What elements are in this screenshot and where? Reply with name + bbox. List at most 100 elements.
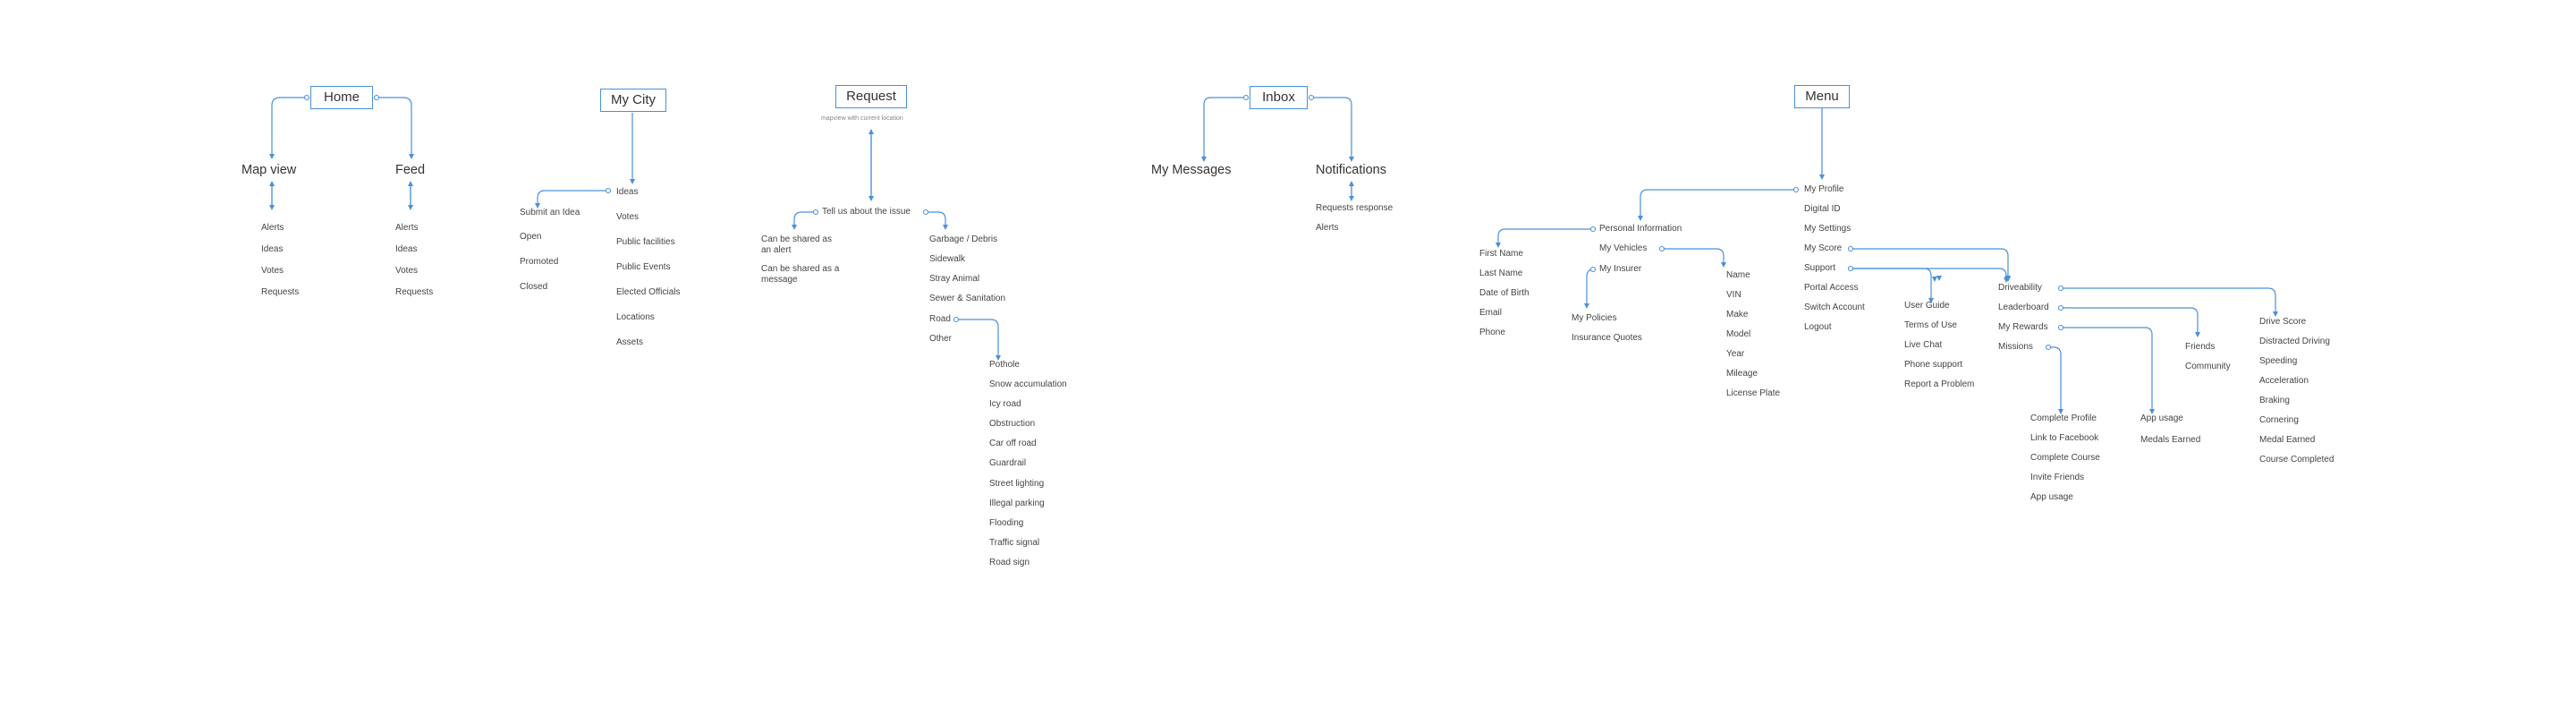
reward-medals-earned: Medals Earned <box>2140 435 2201 445</box>
score-item-my-rewards: My Rewards <box>1998 322 2048 332</box>
score-item-leaderboard: Leaderboard <box>1998 303 2049 312</box>
category-road: Road <box>929 314 951 324</box>
map-view-item-requests: Requests <box>261 287 300 297</box>
my-vehicles-node: My Vehicles <box>1599 243 1648 253</box>
map-view-item-alerts: Alerts <box>261 223 284 233</box>
score-item-driveability: Driveability <box>1998 283 2042 293</box>
mission-invite-friends: Invite Friends <box>2030 473 2085 482</box>
support-item-phone-support: Phone support <box>1904 360 1963 370</box>
my-city-left-item-submit-idea: Submit an Idea <box>520 208 580 217</box>
my-city-item-assets: Assets <box>616 337 644 347</box>
share-alert-line-2: an alert <box>761 245 792 255</box>
map-view-item-votes: Votes <box>261 266 284 276</box>
category-other: Other <box>929 334 953 344</box>
menu-item-support: Support <box>1804 263 1836 273</box>
notifications-item-requests-response: Requests response <box>1316 203 1394 213</box>
support-item-terms: Terms of Use <box>1904 320 1957 330</box>
road-item-guardrail: Guardrail <box>989 458 1027 468</box>
menu-item-portal-access: Portal Access <box>1804 283 1859 293</box>
road-item-flooding: Flooding <box>989 518 1024 528</box>
category-sewer: Sewer & Sanitation <box>929 294 1006 303</box>
my-city-item-public-facilities: Public facilities <box>616 237 675 247</box>
road-item-road-sign: Road sign <box>989 558 1030 567</box>
driveability-speeding: Speeding <box>2259 356 2298 366</box>
my-city-node[interactable]: My City <box>600 89 666 112</box>
driveability-braking: Braking <box>2259 396 2290 405</box>
pi-item-phone: Phone <box>1479 328 1505 337</box>
menu-item-my-profile: My Profile <box>1804 184 1844 194</box>
mission-complete-profile: Complete Profile <box>2030 413 2097 423</box>
my-city-item-votes: Votes <box>616 212 640 222</box>
menu-item-switch-account: Switch Account <box>1804 303 1865 312</box>
my-city-item-elected-officials: Elected Officials <box>616 287 681 297</box>
category-garbage: Garbage / Debris <box>929 234 998 244</box>
support-item-live-chat: Live Chat <box>1904 340 1943 350</box>
driveability-acceleration: Acceleration <box>2259 376 2309 386</box>
menu-item-my-score: My Score <box>1804 243 1843 253</box>
notifications-node[interactable]: Notifications <box>1316 163 1386 177</box>
feed-item-votes: Votes <box>395 266 419 276</box>
support-item-user-guide: User Guide <box>1904 301 1950 311</box>
leaderboard-friends: Friends <box>2185 342 2216 352</box>
support-item-report-problem: Report a Problem <box>1904 379 1975 389</box>
request-node[interactable]: Request <box>835 85 907 108</box>
mission-complete-course: Complete Course <box>2030 453 2100 463</box>
my-city-left-item-promoted: Promoted <box>520 257 559 267</box>
menu-item-logout: Logout <box>1804 322 1832 332</box>
reward-app-usage: App usage <box>2140 413 2183 423</box>
road-item-pothole: Pothole <box>989 360 1020 370</box>
road-item-illegal-parking: Illegal parking <box>989 499 1045 508</box>
leaderboard-community: Community <box>2185 362 2231 371</box>
vehicle-item-model: Model <box>1726 329 1751 339</box>
pi-item-first-name: First Name <box>1479 249 1523 259</box>
vehicle-item-license-plate: License Plate <box>1726 388 1781 398</box>
share-alert-line-1: Can be shared as <box>761 234 832 244</box>
my-messages-node[interactable]: My Messages <box>1151 163 1232 177</box>
notifications-item-alerts: Alerts <box>1316 223 1339 233</box>
share-message-line-1: Can be shared as a <box>761 264 840 274</box>
request-note: mapview with current location <box>821 115 903 122</box>
insurer-item-insurance-quotes: Insurance Quotes <box>1572 333 1642 343</box>
pi-item-dob: Date of Birth <box>1479 288 1530 298</box>
vehicle-item-vin: VIN <box>1726 290 1741 300</box>
insurer-item-my-policies: My Policies <box>1572 313 1617 323</box>
map-view-node[interactable]: Map view <box>242 163 297 177</box>
menu-item-digital-id: Digital ID <box>1804 204 1841 214</box>
category-stray-animal: Stray Animal <box>929 274 980 284</box>
road-item-snow: Snow accumulation <box>989 379 1067 389</box>
road-item-street-lighting: Street lighting <box>989 479 1045 489</box>
mission-link-facebook: Link to Facebook <box>2030 433 2099 443</box>
driveability-course-completed: Course Completed <box>2259 455 2334 465</box>
home-node[interactable]: Home <box>310 86 373 109</box>
road-item-icy-road: Icy road <box>989 399 1021 409</box>
road-item-car-off-road: Car off road <box>989 439 1037 448</box>
road-item-obstruction: Obstruction <box>989 419 1036 429</box>
driveability-medal-earned: Medal Earned <box>2259 435 2316 445</box>
pi-item-email: Email <box>1479 308 1503 318</box>
mission-app-usage: App usage <box>2030 492 2073 502</box>
feed-item-ideas: Ideas <box>395 244 418 254</box>
my-city-item-public-events: Public Events <box>616 262 671 272</box>
menu-node[interactable]: Menu <box>1794 85 1850 108</box>
category-sidewalk: Sidewalk <box>929 254 966 264</box>
score-item-missions: Missions <box>1998 342 2033 352</box>
request-prompt: Tell us about the issue <box>822 207 911 217</box>
driveability-drive-score: Drive Score <box>2259 317 2307 327</box>
vehicle-item-mileage: Mileage <box>1726 369 1758 379</box>
my-city-item-locations: Locations <box>616 312 655 322</box>
inbox-node[interactable]: Inbox <box>1250 86 1308 109</box>
vehicle-item-make: Make <box>1726 310 1749 320</box>
feed-item-requests: Requests <box>395 287 434 297</box>
my-city-left-item-closed: Closed <box>520 282 548 292</box>
feed-node[interactable]: Feed <box>395 163 426 177</box>
driveability-cornering: Cornering <box>2259 415 2299 425</box>
vehicle-item-name: Name <box>1726 270 1750 280</box>
map-view-item-ideas: Ideas <box>261 244 284 254</box>
driveability-distracted: Distracted Driving <box>2259 337 2330 346</box>
menu-item-my-settings: My Settings <box>1804 224 1852 234</box>
vehicle-item-year: Year <box>1726 349 1745 359</box>
my-insurer-node: My Insurer <box>1599 264 1642 274</box>
personal-information-node: Personal Information <box>1599 224 1682 234</box>
share-message-line-2: message <box>761 275 798 285</box>
feed-item-alerts: Alerts <box>395 223 419 233</box>
